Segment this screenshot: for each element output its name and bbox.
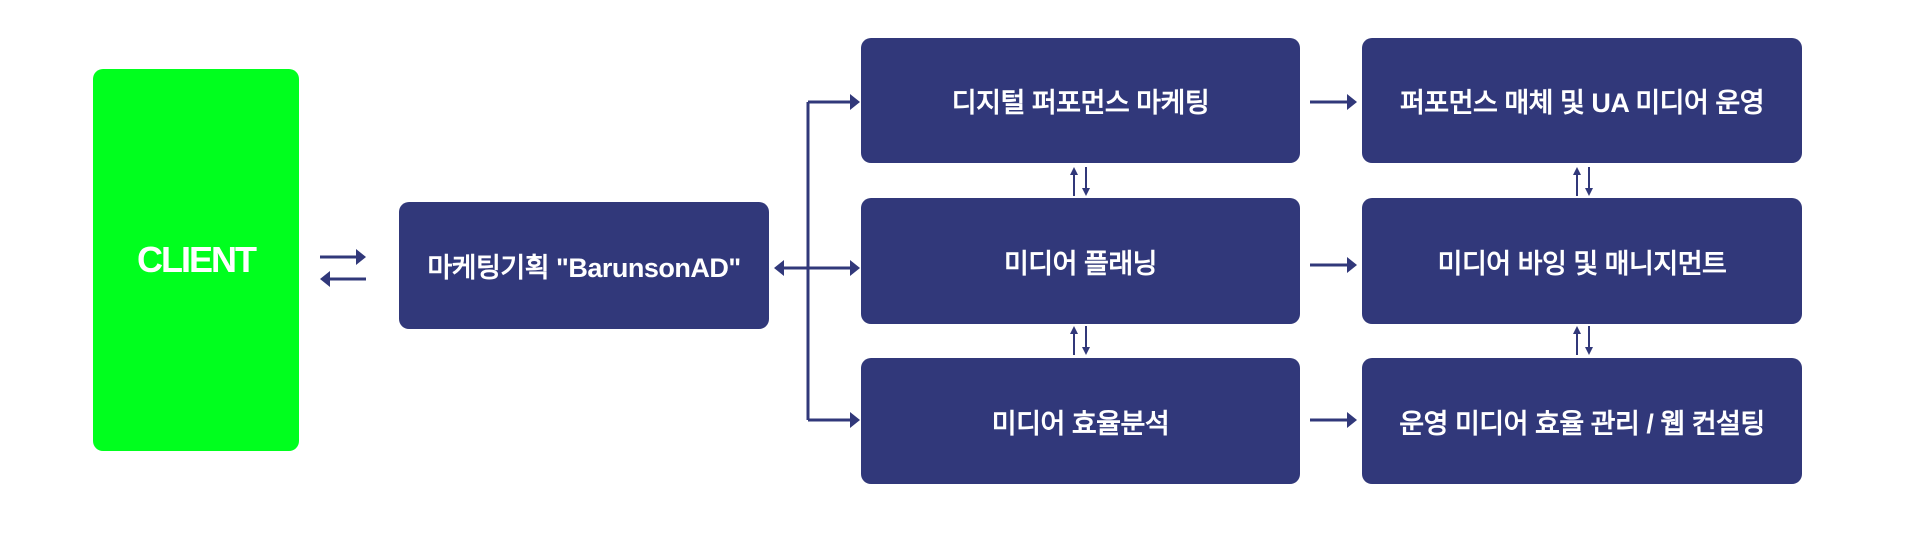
efficiency-management-consulting-box: 운영 미디어 효율 관리 / 웹 컨설팅 <box>1362 358 1802 484</box>
client-to-planning-arrow <box>320 249 366 265</box>
up-down-arrows <box>1573 167 1593 196</box>
right-arrow <box>1310 412 1357 428</box>
branch-connector <box>774 94 860 428</box>
marketing-planning-label: 마케팅기획 "BarunsonAD" <box>427 253 741 283</box>
up-down-arrows <box>1573 326 1593 355</box>
up-down-arrows <box>1070 167 1090 196</box>
media-planning-box: 미디어 플래닝 <box>861 198 1300 324</box>
client-box: CLIENT <box>93 69 299 451</box>
box-label: 미디어 바잉 및 매니지먼트 <box>1437 248 1727 279</box>
planning-to-client-arrow <box>320 271 366 287</box>
marketing-planning-box: 마케팅기획 "BarunsonAD" <box>399 202 769 329</box>
client-label: CLIENT <box>137 239 257 280</box>
right-arrow <box>1310 94 1357 110</box>
box-label: 운영 미디어 효율 관리 / 웹 컨설팅 <box>1399 408 1765 439</box>
digital-performance-marketing-box: 디지털 퍼포먼스 마케팅 <box>861 38 1300 163</box>
up-down-arrows <box>1070 326 1090 355</box>
right-arrow <box>1310 257 1357 273</box>
box-label: 미디어 플래닝 <box>1003 248 1158 279</box>
performance-media-operation-box: 퍼포먼스 매체 및 UA 미디어 운영 <box>1362 38 1802 163</box>
box-label: 미디어 효율분석 <box>991 408 1170 439</box>
media-efficiency-analysis-box: 미디어 효율분석 <box>861 358 1300 484</box>
box-label: 디지털 퍼포먼스 마케팅 <box>951 88 1210 118</box>
media-buying-management-box: 미디어 바잉 및 매니지먼트 <box>1362 198 1802 324</box>
box-label: 퍼포먼스 매체 및 UA 미디어 운영 <box>1399 88 1765 118</box>
